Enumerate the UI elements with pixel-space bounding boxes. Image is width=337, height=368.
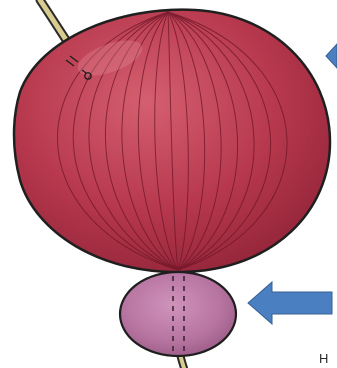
- corner-label: H: [319, 352, 328, 365]
- left-arrow-lower: [248, 282, 332, 324]
- small-sphere: [120, 272, 236, 356]
- left-arrow-upper: [326, 44, 337, 68]
- large-sphere: [14, 10, 330, 272]
